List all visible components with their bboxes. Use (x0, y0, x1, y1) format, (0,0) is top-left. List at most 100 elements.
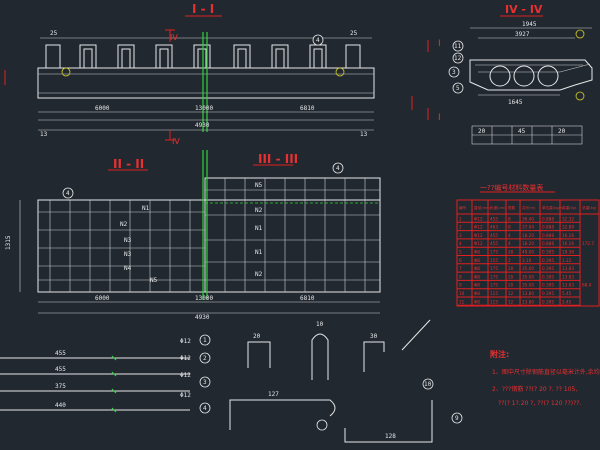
plan-dim-mid: 13000 (195, 295, 213, 302)
table-cell: Φ12 (474, 241, 483, 246)
table-cell: 0.395 (542, 266, 554, 271)
plan-label-n2a: N2 (120, 221, 128, 228)
table-cell: Φ8 (474, 250, 480, 255)
rebar-details: 455 455 375 440 Φ12 1 Φ12 2 Φ12 3 Φ12 4 … (0, 319, 463, 443)
material-table: 一??编号材料数量表 编号直径(mm)长度(cm)根数共长(m)单位重(kg/m… (456, 183, 600, 307)
table-cell: 18.20 (522, 233, 534, 238)
table-cell: 5.45 (562, 299, 572, 304)
elevation-dim-13-left: 13 (40, 131, 48, 138)
notes-line-2: 2、???钢筋 ??(? 20 ?. ?? 105, (492, 385, 577, 393)
table-cell: 7 (459, 266, 462, 271)
table-cell: 2 (459, 225, 462, 230)
table-cell: 18.20 (522, 241, 534, 246)
rebar-label-2: Φ12 (180, 355, 191, 362)
table-cell: 0.395 (542, 291, 554, 296)
table-cell: 463 (490, 225, 498, 230)
table-cell: 8 (508, 225, 511, 230)
table-cell: 455 (490, 241, 498, 246)
elevation-dim-top-right: 25 (350, 30, 358, 37)
table-cell: 3.10 (522, 258, 532, 263)
plan-title-left: II - II (113, 157, 144, 171)
table-cell: 20 (508, 266, 514, 271)
table-header-cell: 共重(kg) (562, 205, 577, 210)
table-cell: 0.395 (542, 299, 554, 304)
table-cell: 13.80 (522, 299, 534, 304)
table-title: 一??编号材料数量表 (480, 183, 543, 192)
table-cell: 16.16 (562, 233, 574, 238)
table-header-cell: 共长(m) (522, 205, 536, 210)
table-cell: 20 (508, 283, 514, 288)
section-label-bottom: I (438, 113, 441, 123)
table-cell: 19.36 (562, 250, 574, 255)
table-header-cell: 根数 (508, 205, 516, 210)
elevation-dim-total: 4930 (195, 122, 210, 129)
section-callout-3: 3 (452, 69, 456, 76)
table-cell: 20 (508, 274, 514, 279)
section-callout-12: 12 (454, 55, 462, 62)
section-dim-base: 1645 (508, 99, 523, 106)
table-cell: 9 (459, 283, 462, 288)
plan-view: II - II III - III (5, 150, 381, 321)
section-label-top: I (438, 39, 441, 49)
bend-dim-2: 10 (316, 321, 324, 328)
plan-label-n1a: N1 (142, 205, 150, 212)
table-header-cell: 单位重(kg/m) (542, 205, 565, 210)
plan-label-n2c: N2 (255, 271, 263, 278)
plan-label-n2b: N2 (255, 207, 263, 214)
bend-dim-128: 128 (385, 433, 396, 440)
plan-callout-4a: 4 (66, 190, 70, 197)
table-cell: 1 (459, 216, 462, 221)
plan-label-n3b: N3 (124, 251, 132, 258)
table-cell: 13.80 (522, 291, 534, 296)
table-cell: 1.22 (562, 258, 572, 263)
plan-label-n5a: N5 (150, 277, 158, 284)
plan-title-right: III - III (258, 152, 298, 166)
table-cell: 455 (490, 216, 498, 221)
table-cell: 0.888 (542, 241, 554, 246)
plan-dim-total: 4930 (195, 314, 210, 321)
table-cell: Φ8 (474, 283, 480, 288)
notes-block: 附注: 1、图中尺寸除钢筋直径以毫米计外,余均以厘米计。 2、???钢筋 ??(… (490, 349, 600, 407)
rebar-callout-1: 1 (203, 337, 207, 344)
table-cell: 49.00 (522, 250, 534, 255)
elevation-dim-left: 6000 (95, 105, 110, 112)
notes-line-1: 1、图中尺寸除钢筋直径以毫米计外,余均以厘米计。 (492, 368, 600, 376)
table-cell: 32.89 (562, 225, 574, 230)
table-cell: 13.83 (562, 274, 574, 279)
table-header-cell: 编号 (459, 205, 467, 210)
plan-label-n1c: N1 (255, 249, 263, 256)
table-cell: Φ8 (474, 299, 480, 304)
elevation-title: I - I (192, 2, 214, 16)
table-cell: 35.00 (522, 266, 534, 271)
rebar-callout-2: 2 (203, 355, 207, 362)
plan-dim-right: 6810 (300, 295, 315, 302)
table-cell: 4 (508, 233, 511, 238)
bend-callout-10: 10 (424, 381, 432, 388)
table-header-cell: 总重(kg) (582, 205, 597, 210)
rebar-callout-4: 4 (203, 405, 207, 412)
section-marker-bottom: IV (172, 137, 180, 146)
section-dim-inner: 3927 (515, 31, 530, 38)
elevation-dim-mid: 13000 (195, 105, 213, 112)
section-dim-45: 45 (518, 128, 526, 135)
table-cell: 35.00 (522, 283, 534, 288)
table-cell: 155 (490, 258, 498, 263)
table-body: 编号直径(mm)长度(cm)根数共长(m)单位重(kg/m)共重(kg)总重(k… (457, 205, 597, 306)
rebar-label-1: Φ12 (180, 338, 191, 345)
table-cell: 68.4 (582, 283, 592, 288)
rebar-callout-3: 3 (203, 379, 207, 386)
table-cell: 6 (459, 258, 462, 263)
notes-line-3: ??(? 1?.20 ?, ??(? 120 ??)??. (498, 400, 581, 407)
section-dim-20b: 20 (558, 128, 566, 135)
notes-title: 附注: (490, 349, 509, 359)
rebar-label-4: Φ12 (180, 392, 191, 399)
elevation-view: I - I 25 25 4 6000 130 (4, 2, 413, 146)
table-cell: 36.40 (522, 216, 534, 221)
table-cell: 5.45 (562, 291, 572, 296)
plan-label-n1b: N1 (255, 225, 263, 232)
table-cell: 8 (459, 274, 462, 279)
plan-dim-height: 1315 (5, 235, 12, 250)
table-cell: Φ8 (474, 274, 480, 279)
rebar-length-1: 455 (55, 350, 66, 357)
